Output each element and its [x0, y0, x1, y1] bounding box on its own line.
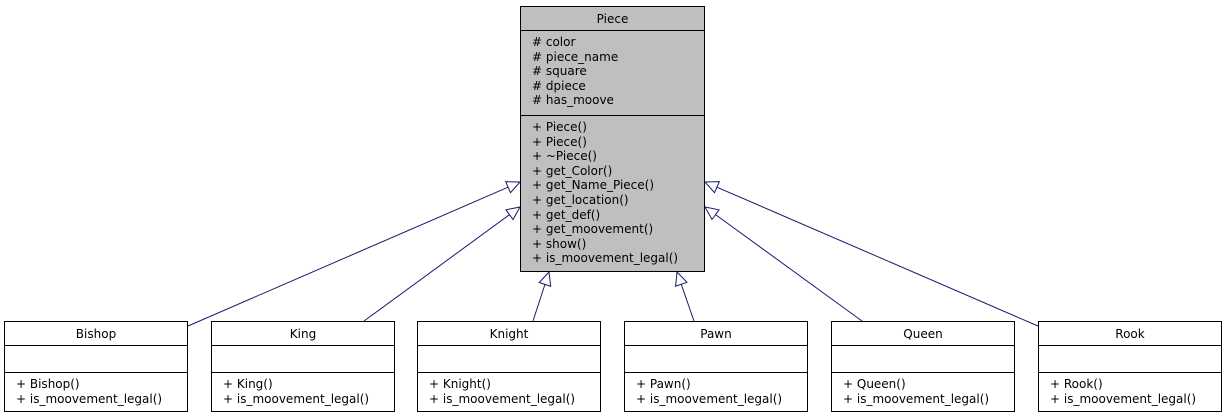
class-king: King + King() + is_moovement_legal()	[211, 321, 395, 412]
class-bishop: Bishop + Bishop() + is_moovement_legal()	[4, 321, 188, 412]
class-knight: Knight + Knight() + is_moovement_legal()	[417, 321, 601, 412]
attribute-section	[418, 346, 600, 373]
inheritance-arrowhead-king	[505, 206, 521, 221]
class-piece: Piece # color # piece_name # square # dp…	[520, 6, 705, 272]
method: + Queen()	[843, 377, 906, 391]
inheritance-arrowhead-pawn	[675, 270, 688, 287]
class-title: Bishop	[5, 322, 187, 346]
inheritance-arrowhead-bishop	[504, 181, 522, 194]
class-queen: Queen + Queen() + is_moovement_legal()	[831, 321, 1015, 412]
method: + is_moovement_legal()	[532, 251, 679, 266]
inheritance-edge-pawn	[680, 284, 695, 322]
inheritance-edge-bishop	[187, 186, 509, 327]
class-title: Queen	[832, 322, 1014, 346]
method: + King()	[223, 377, 273, 391]
method: + Bishop()	[16, 377, 80, 391]
method: + Piece()	[532, 134, 587, 149]
class-title: Knight	[418, 322, 600, 346]
method: + get_Name_Piece()	[532, 178, 655, 193]
method: + ~Piece()	[532, 149, 597, 164]
class-title: Piece	[521, 7, 704, 31]
method: + is_moovement_legal()	[636, 391, 783, 406]
method-section: + Piece() + Piece() + ~Piece() + get_Col…	[521, 116, 704, 269]
method: + is_moovement_legal()	[843, 391, 990, 406]
method: + Knight()	[429, 377, 491, 391]
method-section: + Knight() + is_moovement_legal()	[418, 373, 600, 409]
method: + Piece()	[532, 120, 587, 134]
method-section: + Queen() + is_moovement_legal()	[832, 373, 1014, 409]
method: + get_Color()	[532, 163, 613, 178]
method-section: + King() + is_moovement_legal()	[212, 373, 394, 409]
inheritance-edge-queen	[715, 214, 863, 322]
method-section: + Bishop() + is_moovement_legal()	[5, 373, 187, 409]
method-section: + Rook() + is_moovement_legal()	[1039, 373, 1221, 409]
method: + Pawn()	[636, 377, 691, 391]
class-title: King	[212, 322, 394, 346]
method: + get_def()	[532, 207, 601, 222]
class-title: Rook	[1039, 322, 1221, 346]
inheritance-arrowhead-rook	[703, 181, 721, 194]
method: + show()	[532, 236, 587, 251]
method: + is_moovement_legal()	[429, 391, 576, 406]
inheritance-edge-king	[363, 214, 510, 322]
attribute: # piece_name	[532, 49, 619, 64]
method: + get_location()	[532, 192, 629, 207]
inheritance-edge-knight	[532, 284, 546, 322]
class-rook: Rook + Rook() + is_moovement_legal()	[1038, 321, 1222, 412]
attribute-section	[212, 346, 394, 373]
method: + is_moovement_legal()	[223, 391, 370, 406]
inheritance-arrowhead-knight	[538, 270, 552, 287]
attribute: # square	[532, 64, 587, 79]
class-title: Pawn	[625, 322, 807, 346]
attribute-section	[1039, 346, 1221, 373]
method: + is_moovement_legal()	[16, 391, 163, 406]
inheritance-edge-rook	[716, 186, 1039, 327]
attribute-section: # color # piece_name # square # dpiece #…	[521, 31, 704, 116]
method: + is_moovement_legal()	[1050, 391, 1197, 406]
method: + Rook()	[1050, 377, 1103, 391]
attribute-section	[5, 346, 187, 373]
attribute: # has_moove	[532, 93, 614, 108]
attribute-section	[832, 346, 1014, 373]
attribute: # color	[532, 35, 576, 49]
attribute: # dpiece	[532, 78, 586, 93]
class-pawn: Pawn + Pawn() + is_moovement_legal()	[624, 321, 808, 412]
attribute-section	[625, 346, 807, 373]
method: + get_moovement()	[532, 222, 654, 237]
inheritance-arrowhead-queen	[704, 206, 720, 221]
method-section: + Pawn() + is_moovement_legal()	[625, 373, 807, 409]
